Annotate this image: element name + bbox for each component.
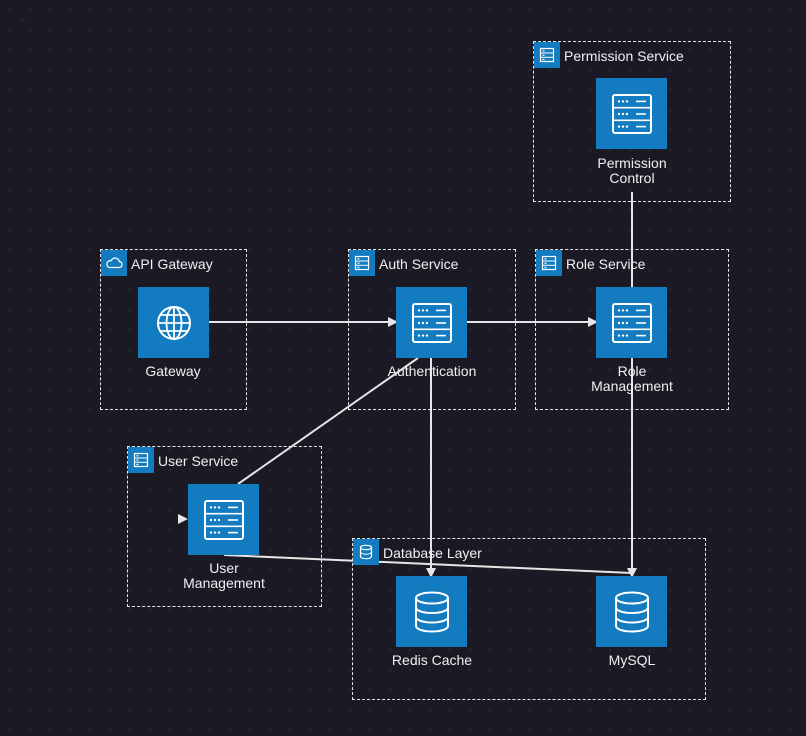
node-label-authentication: Authentication <box>362 364 502 379</box>
group-title: API Gateway <box>131 256 213 272</box>
node-permission-control[interactable] <box>596 78 667 149</box>
label-line: Control <box>609 170 655 186</box>
node-redis-cache[interactable] <box>396 576 467 647</box>
group-title: Auth Service <box>379 256 459 272</box>
group-user-service[interactable]: User Service <box>127 446 322 607</box>
group-role-service[interactable]: Role Service <box>535 249 729 410</box>
server-rack-icon <box>128 447 154 473</box>
node-label-user-management: User Management <box>154 561 294 591</box>
group-title: Permission Service <box>564 48 684 64</box>
label-line: User <box>209 560 239 576</box>
database-icon <box>414 591 449 632</box>
node-authentication[interactable] <box>396 287 467 358</box>
server-icon <box>203 499 244 540</box>
server-rack-icon <box>536 250 562 276</box>
group-api-gateway[interactable]: API Gateway <box>100 249 247 410</box>
server-icon <box>611 93 652 134</box>
edge-user-management-mysql[interactable] <box>223 554 633 574</box>
group-auth-service[interactable]: Auth Service <box>348 249 516 410</box>
group-title: Role Service <box>566 256 646 272</box>
node-gateway[interactable] <box>138 287 209 358</box>
database-icon <box>353 539 379 565</box>
server-icon <box>611 302 652 343</box>
group-database-layer[interactable]: Database Layer <box>352 538 706 700</box>
group-permission-service[interactable]: Permission Service <box>533 41 731 202</box>
database-icon <box>614 591 649 632</box>
label-line: Gateway <box>145 363 201 379</box>
user-management-entry-arrow <box>178 514 188 524</box>
label-line: Redis Cache <box>391 652 473 668</box>
node-mysql[interactable] <box>596 576 667 647</box>
label-line: MySQL <box>608 652 656 668</box>
label-line: Management <box>591 378 673 394</box>
group-title: Database Layer <box>383 545 482 561</box>
cloud-icon <box>101 250 127 276</box>
node-label-mysql: MySQL <box>562 653 702 668</box>
label-line: Authentication <box>387 363 477 379</box>
edge-authentication-user-management[interactable] <box>237 357 419 485</box>
server-rack-icon <box>534 42 560 68</box>
node-role-management[interactable] <box>596 287 667 358</box>
node-label-role-management: Role Management <box>562 364 702 394</box>
globe-icon <box>156 305 191 340</box>
label-line: Management <box>183 575 265 591</box>
label-line: Permission <box>597 155 667 171</box>
node-user-management[interactable] <box>188 484 259 555</box>
label-line: Role <box>617 363 647 379</box>
node-label-gateway: Gateway <box>103 364 243 379</box>
node-label-permission-control: Permission Control <box>562 156 702 186</box>
group-title: User Service <box>158 453 239 469</box>
server-icon <box>411 302 452 343</box>
node-label-redis-cache: Redis Cache <box>362 653 502 668</box>
server-rack-icon <box>349 250 375 276</box>
